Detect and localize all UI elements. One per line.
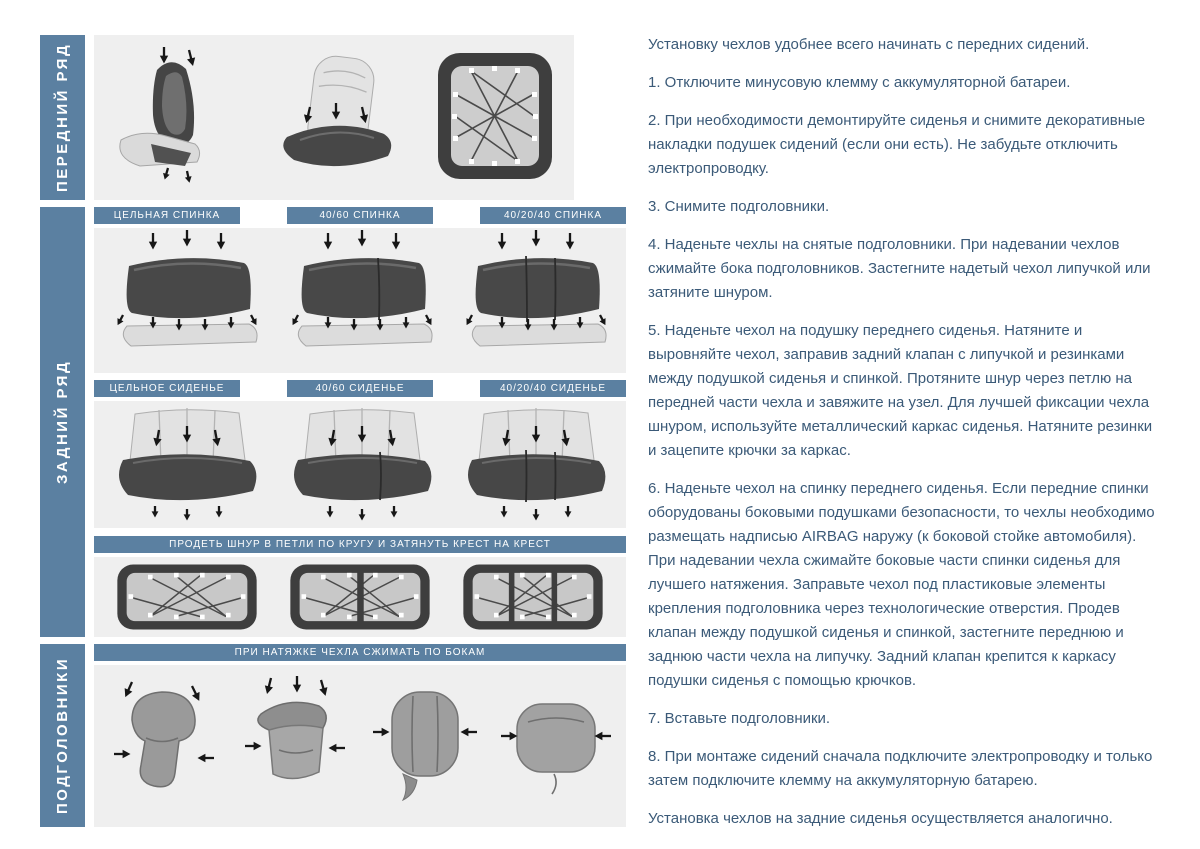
rear-lacing-402040-illustration	[463, 564, 603, 630]
headrest-instruction-bar: ПРИ НАТЯЖКЕ ЧЕХЛА СЖИМАТЬ ПО БОКАМ	[94, 644, 626, 661]
rear-cushion-panel	[94, 401, 626, 528]
instruction-step-1: 1. Отключите минусовую клемму с аккумуля…	[648, 74, 1071, 91]
section-headrests: ПОДГОЛОВНИКИ ПРИ НАТЯЖКЕ ЧЕХЛА СЖИМАТЬ П…	[40, 644, 626, 827]
rear-lacing-solid-illustration	[117, 564, 257, 630]
intro-paragraph: Установку чехлов удобнее всего начинать …	[648, 36, 1090, 53]
rear-lacing-panel	[94, 557, 626, 637]
section-rear-row: ЗАДНИЙ РЯД ЦЕЛЬНАЯ СПИНКА 40/60 СПИНКА 4…	[40, 207, 626, 637]
instruction-step-4: 4. Наденьте чехлы на снятые подголовники…	[648, 236, 1151, 301]
instruction-step-5: 5. Наденьте чехол на подушку переднего с…	[648, 322, 1153, 459]
instruction-step-3: 3. Снимите подголовники.	[648, 198, 830, 215]
headrest-panel	[94, 665, 626, 827]
outro-paragraph: Установка чехлов на задние сиденья осуще…	[648, 810, 1113, 827]
rear-back-labels: ЦЕЛЬНАЯ СПИНКА 40/60 СПИНКА 40/20/40 СПИ…	[94, 207, 626, 224]
section-label-headrests: ПОДГОЛОВНИКИ	[40, 644, 85, 827]
headrest-cover-step2-illustration	[244, 675, 345, 779]
front-seatback-cover-illustration	[119, 46, 201, 183]
headrest-cover-step3-illustration	[373, 690, 478, 801]
instruction-step-8: 8. При монтаже сидений сначала подключит…	[648, 748, 1153, 789]
headrest-cover-step4-illustration	[500, 702, 611, 794]
diagram-column: ПЕРЕДНИЙ РЯД	[40, 35, 626, 827]
headrests-content: ПРИ НАТЯЖКЕ ЧЕХЛА СЖИМАТЬ ПО БОКАМ	[94, 644, 626, 827]
instruction-step-6: 6. Наденьте чехол на спинку переднего си…	[648, 480, 1155, 689]
rear-lacing-4060-illustration	[290, 564, 430, 630]
rear-cushion-4060-illustration	[293, 408, 431, 521]
section-front-row: ПЕРЕДНИЙ РЯД	[40, 35, 626, 200]
instruction-step-2: 2. При необходимости демонтируйте сидень…	[648, 112, 1146, 177]
rear-cushion-402040-illustration	[467, 408, 606, 521]
label-solid-back: ЦЕЛЬНАЯ СПИНКА	[94, 207, 240, 224]
rear-backrest-panel	[94, 228, 626, 373]
instruction-step-7: 7. Вставьте подголовники.	[648, 710, 831, 727]
rear-row-content: ЦЕЛЬНАЯ СПИНКА 40/60 СПИНКА 40/20/40 СПИ…	[94, 207, 626, 637]
label-402040-cushion: 40/20/40 СИДЕНЬЕ	[480, 380, 626, 397]
rear-backrest-402040-illustration	[466, 229, 607, 347]
front-back-lacing-illustration	[438, 52, 552, 179]
rear-lacing-instruction-bar: ПРОДЕТЬ ШНУР В ПЕТЛИ ПО КРУГУ И ЗАТЯНУТЬ…	[94, 536, 626, 553]
instructions-text-column: Установку чехлов удобнее всего начинать …	[626, 0, 1200, 849]
rear-backrest-solid-illustration	[117, 229, 258, 347]
section-label-rear-row: ЗАДНИЙ РЯД	[40, 207, 85, 637]
headrest-cover-step1-illustration	[114, 681, 215, 787]
front-cushion-cover-illustration	[283, 55, 392, 166]
label-402040-back: 40/20/40 СПИНКА	[480, 207, 626, 224]
front-row-panel	[94, 35, 574, 200]
rear-cushion-labels: ЦЕЛЬНОЕ СИДЕНЬЕ 40/60 СИДЕНЬЕ 40/20/40 С…	[94, 380, 626, 397]
label-4060-cushion: 40/60 СИДЕНЬЕ	[287, 380, 433, 397]
label-4060-back: 40/60 СПИНКА	[287, 207, 433, 224]
label-solid-cushion: ЦЕЛЬНОЕ СИДЕНЬЕ	[94, 380, 240, 397]
rear-backrest-4060-illustration	[291, 229, 433, 347]
section-label-front-row: ПЕРЕДНИЙ РЯД	[40, 35, 85, 200]
rear-cushion-solid-illustration	[119, 408, 257, 521]
